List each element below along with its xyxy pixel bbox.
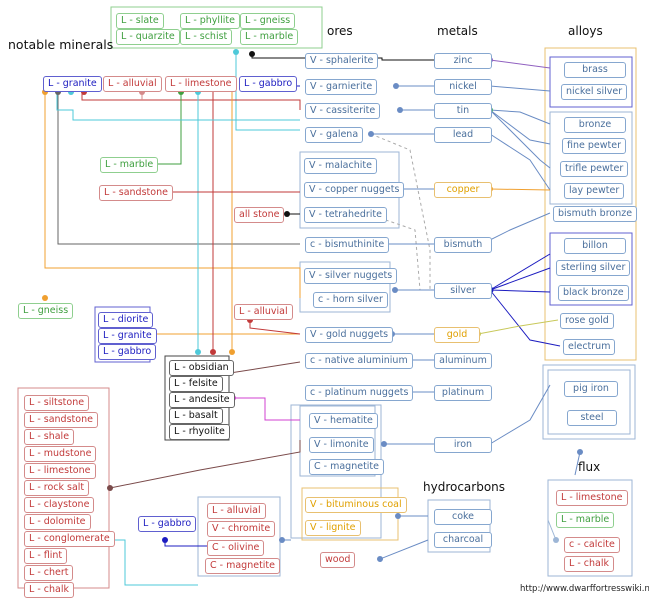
- node-marble-flux[interactable]: L - marble: [556, 512, 615, 528]
- node-silver[interactable]: silver: [434, 283, 492, 299]
- node-rose-gold[interactable]: rose gold: [560, 313, 614, 329]
- node-sterling-silver[interactable]: sterling silver: [556, 260, 631, 276]
- node-andesite[interactable]: L - andesite: [169, 392, 235, 408]
- node-rock-salt[interactable]: L - rock salt: [24, 480, 90, 496]
- heading-notable-minerals: notable minerals: [8, 37, 114, 52]
- node-horn-silver[interactable]: c - horn silver: [313, 292, 388, 308]
- heading-flux: flux: [578, 460, 601, 474]
- node-mudstone[interactable]: L - mudstone: [24, 446, 97, 462]
- node-tetrahedrite[interactable]: V - tetrahedrite: [304, 207, 387, 223]
- node-granite-box[interactable]: L - granite: [98, 328, 157, 344]
- node-diorite[interactable]: L - diorite: [98, 312, 154, 328]
- node-quarzite[interactable]: L - quarzite: [116, 29, 180, 45]
- node-brass[interactable]: brass: [564, 62, 626, 78]
- node-coke[interactable]: coke: [434, 509, 492, 525]
- node-iron[interactable]: iron: [434, 437, 492, 453]
- node-limestone-top[interactable]: L - limestone: [165, 76, 237, 92]
- node-bismuth-bronze[interactable]: bismuth bronze: [553, 206, 638, 222]
- node-alluvial-top[interactable]: L - alluvial: [103, 76, 162, 92]
- node-gabbro-box[interactable]: L - gabbro: [98, 344, 157, 360]
- node-trifle-pewter[interactable]: trifle pewter: [560, 161, 629, 177]
- node-lay-pewter[interactable]: lay pewter: [564, 183, 625, 199]
- node-granite[interactable]: L - granite: [43, 76, 102, 92]
- node-bismuthinite[interactable]: c - bismuthinite: [305, 237, 390, 253]
- node-gneiss-top[interactable]: L - gneiss: [240, 13, 296, 29]
- node-felsite[interactable]: L - felsite: [169, 376, 223, 392]
- node-cassiterite[interactable]: V - cassiterite: [305, 103, 381, 119]
- node-slate[interactable]: L - slate: [116, 13, 164, 29]
- node-electrum[interactable]: electrum: [563, 339, 616, 355]
- node-black-bronze[interactable]: black bronze: [558, 285, 629, 301]
- node-alluvial-mid[interactable]: L - alluvial: [234, 304, 293, 320]
- node-gabbro-low[interactable]: L - gabbro: [138, 516, 197, 532]
- node-chert[interactable]: L - chert: [24, 565, 74, 581]
- node-alluvial-low[interactable]: L - alluvial: [207, 503, 266, 519]
- node-basalt[interactable]: L - basalt: [169, 408, 223, 424]
- node-wood[interactable]: wood: [320, 552, 356, 568]
- heading-alloys: alloys: [568, 24, 603, 38]
- node-marble-top[interactable]: L - marble: [240, 29, 299, 45]
- node-nickel-silver[interactable]: nickel silver: [561, 84, 628, 100]
- node-tin[interactable]: tin: [434, 103, 492, 119]
- node-bituminous-coal[interactable]: V - bituminous coal: [305, 497, 407, 513]
- node-native-aluminium[interactable]: c - native aluminium: [305, 353, 413, 369]
- node-marble-mid[interactable]: L - marble: [100, 157, 159, 173]
- node-shale[interactable]: L - shale: [24, 429, 75, 445]
- node-malachite[interactable]: V - malachite: [304, 158, 377, 174]
- node-claystone[interactable]: L - claystone: [24, 497, 95, 513]
- node-hematite[interactable]: V - hematite: [309, 413, 378, 429]
- node-siltstone[interactable]: L - siltstone: [24, 395, 90, 411]
- node-zinc[interactable]: zinc: [434, 53, 492, 69]
- node-billon[interactable]: billon: [564, 238, 626, 254]
- node-gabbro-top[interactable]: L - gabbro: [239, 76, 298, 92]
- node-calcite[interactable]: c - calcite: [564, 537, 620, 553]
- node-magnetite-mid[interactable]: C - magnetite: [309, 459, 385, 475]
- node-bismuth[interactable]: bismuth: [434, 237, 492, 253]
- node-galena[interactable]: V - galena: [305, 127, 364, 143]
- node-conglomerate[interactable]: L - conglomerate: [24, 531, 115, 547]
- node-platinum-nuggets[interactable]: c - platinum nuggets: [305, 385, 414, 401]
- node-platinum[interactable]: platinum: [434, 385, 492, 401]
- node-chalk-flux[interactable]: L - chalk: [564, 556, 614, 572]
- node-limestone-low[interactable]: L - limestone: [24, 463, 96, 479]
- node-magnetite-low[interactable]: C - magnetite: [205, 558, 281, 574]
- node-obsidian[interactable]: L - obsidian: [169, 360, 234, 376]
- node-gold[interactable]: gold: [434, 327, 480, 343]
- node-pig-iron[interactable]: pig iron: [564, 381, 618, 397]
- source-url: http://www.dwarffortresswiki.net: [520, 584, 649, 594]
- node-schist[interactable]: L - schist: [180, 29, 233, 45]
- heading-metals: metals: [437, 24, 478, 38]
- node-sandstone-low[interactable]: L - sandstone: [24, 412, 98, 428]
- node-copper[interactable]: copper: [434, 182, 492, 198]
- node-chromite[interactable]: V - chromite: [207, 521, 276, 537]
- node-gneiss-left[interactable]: L - gneiss: [18, 303, 74, 319]
- node-nickel[interactable]: nickel: [434, 79, 492, 95]
- node-fine-pewter[interactable]: fine pewter: [562, 138, 626, 154]
- node-aluminum[interactable]: aluminum: [434, 353, 492, 369]
- node-phyllite[interactable]: L - phyllite: [180, 13, 240, 29]
- node-olivine[interactable]: C - olivine: [207, 540, 265, 556]
- heading-ores: ores: [327, 24, 353, 38]
- node-lignite[interactable]: V - lignite: [305, 520, 361, 536]
- node-charcoal[interactable]: charcoal: [434, 532, 492, 548]
- node-sandstone-mid[interactable]: L - sandstone: [99, 185, 173, 201]
- node-garnierite[interactable]: V - garnierite: [305, 79, 378, 95]
- node-dolomite[interactable]: L - dolomite: [24, 514, 91, 530]
- node-lead[interactable]: lead: [434, 127, 492, 143]
- node-bronze[interactable]: bronze: [564, 117, 626, 133]
- node-limonite[interactable]: V - limonite: [309, 437, 374, 453]
- node-copper-nuggets[interactable]: V - copper nuggets: [304, 182, 405, 198]
- node-sphalerite[interactable]: V - sphalerite: [305, 53, 379, 69]
- node-limestone-flux[interactable]: L - limestone: [556, 490, 628, 506]
- heading-hydrocarbons: hydrocarbons: [423, 480, 506, 494]
- node-chalk-left[interactable]: L - chalk: [24, 582, 74, 598]
- node-silver-nuggets[interactable]: V - silver nuggets: [304, 268, 398, 284]
- node-all-stone[interactable]: all stone: [234, 207, 285, 223]
- node-steel[interactable]: steel: [567, 410, 617, 426]
- node-gold-nuggets[interactable]: V - gold nuggets: [305, 327, 394, 343]
- node-rhyolite[interactable]: L - rhyolite: [169, 424, 230, 440]
- node-flint[interactable]: L - flint: [24, 548, 68, 564]
